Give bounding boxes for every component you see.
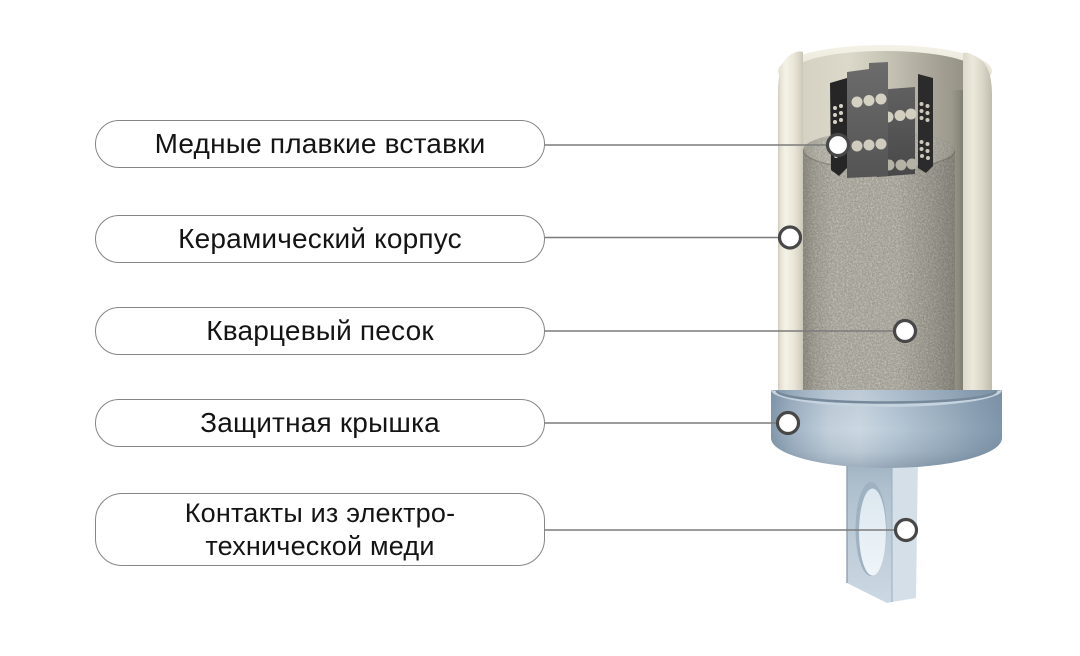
callout-lines — [544, 144, 896, 531]
fusible-links-graphic — [830, 62, 933, 178]
label-text: Защитная крышка — [200, 407, 440, 439]
label-text: Керамический корпус — [178, 223, 462, 255]
label-text: Контакты из электро- технической меди — [184, 497, 456, 561]
label-electrical-copper-contacts: Контакты из электро- технической меди — [95, 493, 545, 566]
label-quartz-sand: Кварцевый песок — [95, 307, 545, 355]
label-protective-cap: Защитная крышка — [95, 399, 545, 447]
callout-dot-4 — [775, 410, 801, 436]
ceramic-body-cut-walls — [778, 51, 992, 398]
callout-dot-5 — [893, 517, 919, 543]
label-text: Кварцевый песок — [206, 315, 434, 347]
callout-dot-3 — [892, 318, 918, 344]
protective-cap-graphic — [771, 390, 1002, 468]
callout-dots — [775, 132, 919, 543]
callout-dot-1 — [825, 132, 851, 158]
label-ceramic-body: Керамический корпус — [95, 215, 545, 263]
label-copper-fusible-links: Медные плавкие вставки — [95, 120, 545, 168]
callout-dot-2 — [777, 225, 803, 250]
label-text: Медные плавкие вставки — [154, 128, 486, 160]
